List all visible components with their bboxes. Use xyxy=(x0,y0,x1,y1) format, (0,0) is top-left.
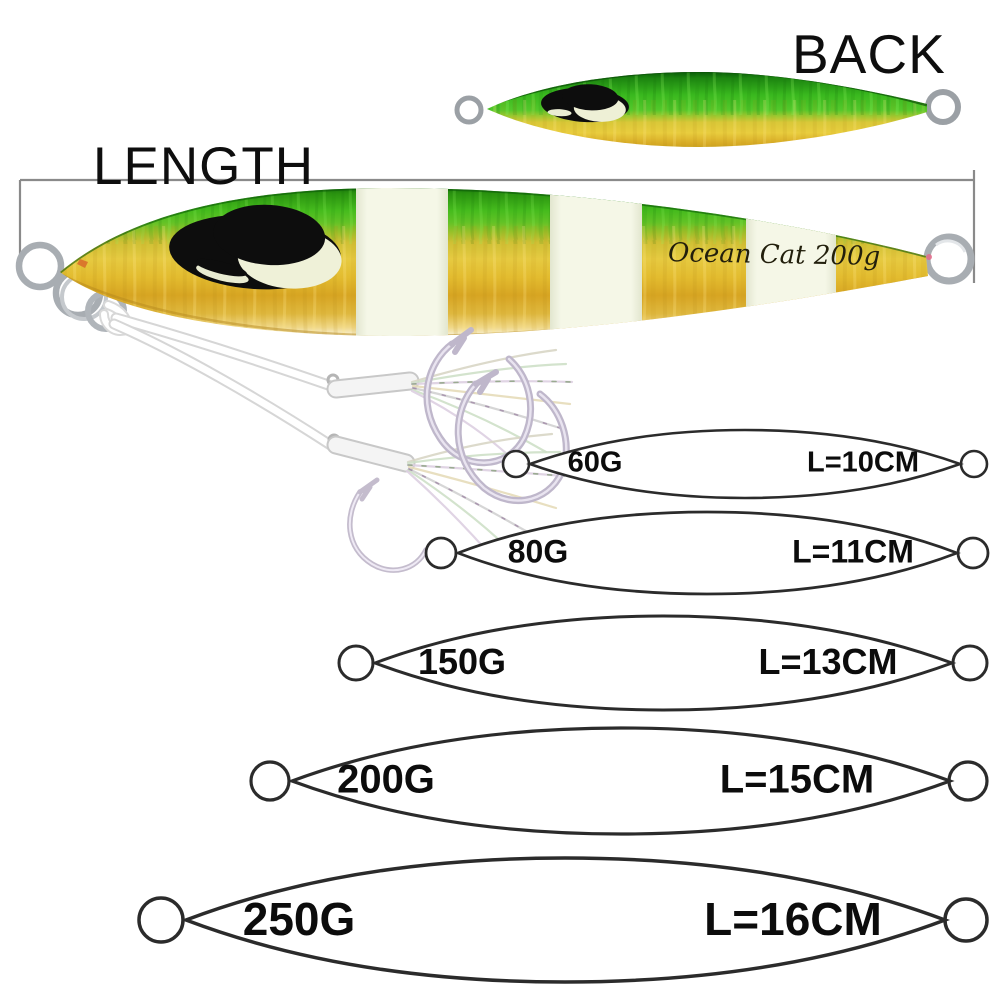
size-silhouette-200g xyxy=(249,726,989,836)
silhouette-ring-left xyxy=(137,896,185,944)
silhouette-ring-left xyxy=(249,760,291,802)
length-label: LENGTH xyxy=(93,137,314,196)
main-lure-tail-fleck xyxy=(926,254,932,260)
silhouette-body xyxy=(526,428,964,500)
main-lure-eye xyxy=(169,204,342,290)
main-lure-head-fleck xyxy=(77,259,88,268)
size-silhouette-150g xyxy=(337,614,989,712)
main-lure-glow-stripe-1 xyxy=(356,188,448,337)
size-weight-label-80g: 80G xyxy=(507,533,569,570)
assist-hook-rig xyxy=(99,300,574,573)
silhouette-body xyxy=(454,510,961,596)
silhouette-ring-left xyxy=(337,644,375,682)
main-lure-tail-eyelet-highlight xyxy=(935,239,967,253)
size-silhouette-80g xyxy=(424,510,990,596)
silhouette-ring-right xyxy=(943,897,989,943)
silhouette-body xyxy=(370,614,957,712)
silhouette-body xyxy=(287,726,955,836)
size-length-label-250g: L=16CM xyxy=(704,893,882,945)
size-length-label-200g: L=15CM xyxy=(719,757,875,802)
size-length-label-60g: L=10CM xyxy=(806,446,920,479)
size-length-label-150g: L=13CM xyxy=(758,641,898,682)
silhouette-ring-right xyxy=(951,644,989,682)
back-view-label: BACK xyxy=(792,23,946,85)
size-length-label-80g: L=11CM xyxy=(792,533,914,570)
fishing-hooks xyxy=(347,327,570,573)
size-weight-label-200g: 200G xyxy=(337,757,435,802)
main-lure-head-eyelet-ring xyxy=(15,241,65,291)
main-lure-glow-stripe-2 xyxy=(550,188,642,337)
lure-brand-text: Ocean Cat 200g xyxy=(667,238,881,272)
silhouette-ring-right xyxy=(959,449,989,479)
size-silhouette-250g xyxy=(137,856,989,984)
size-silhouettes xyxy=(137,428,990,984)
silhouette-ring-left xyxy=(501,449,531,479)
size-weight-label-60g: 60G xyxy=(567,446,623,479)
silhouette-ring-left xyxy=(424,536,458,570)
hook-middle xyxy=(454,380,570,505)
silhouette-ring-right xyxy=(956,536,990,570)
main-lure-tail-eyelet-ring xyxy=(923,233,975,285)
size-weight-label-250g: 250G xyxy=(242,893,356,945)
silhouette-ring-right xyxy=(947,760,989,802)
back-lure-rear-eyelet-ring xyxy=(925,89,961,125)
size-weight-label-150g: 150G xyxy=(417,641,507,682)
hook-lower xyxy=(347,489,429,573)
silhouette-body xyxy=(181,856,950,984)
back-lure-front-eyelet-ring xyxy=(454,95,484,125)
hook-thread-wraps xyxy=(326,371,420,473)
size-silhouette-60g xyxy=(501,428,989,500)
back-lure-eye xyxy=(541,84,629,123)
assist-cords xyxy=(108,312,340,452)
